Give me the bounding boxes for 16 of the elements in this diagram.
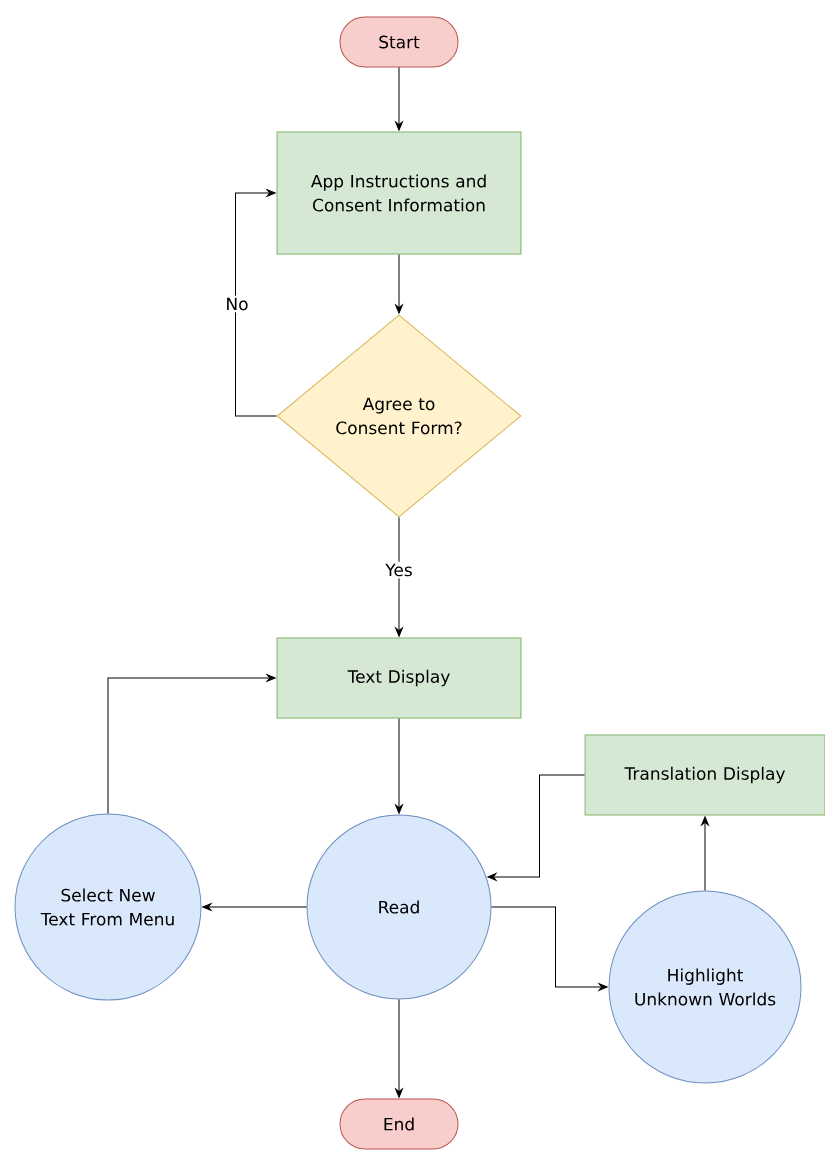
- edge-label: Yes: [383, 561, 415, 579]
- arrow: [701, 816, 709, 891]
- arrow: [395, 718, 403, 814]
- arrow: [202, 903, 307, 911]
- process-box: App Instructions and Consent Information: [276, 131, 522, 255]
- process-box: Translation Display: [584, 734, 825, 816]
- arrow: [235, 189, 277, 417]
- arrow: [107, 674, 276, 814]
- arrow: [395, 999, 403, 1098]
- arrow: [395, 67, 403, 131]
- arrow: [487, 774, 585, 881]
- edge-label: No: [223, 295, 251, 313]
- arrow: [491, 906, 608, 991]
- arrow: [395, 517, 403, 637]
- process-box: Text Display: [276, 637, 522, 719]
- arrow: [395, 254, 403, 314]
